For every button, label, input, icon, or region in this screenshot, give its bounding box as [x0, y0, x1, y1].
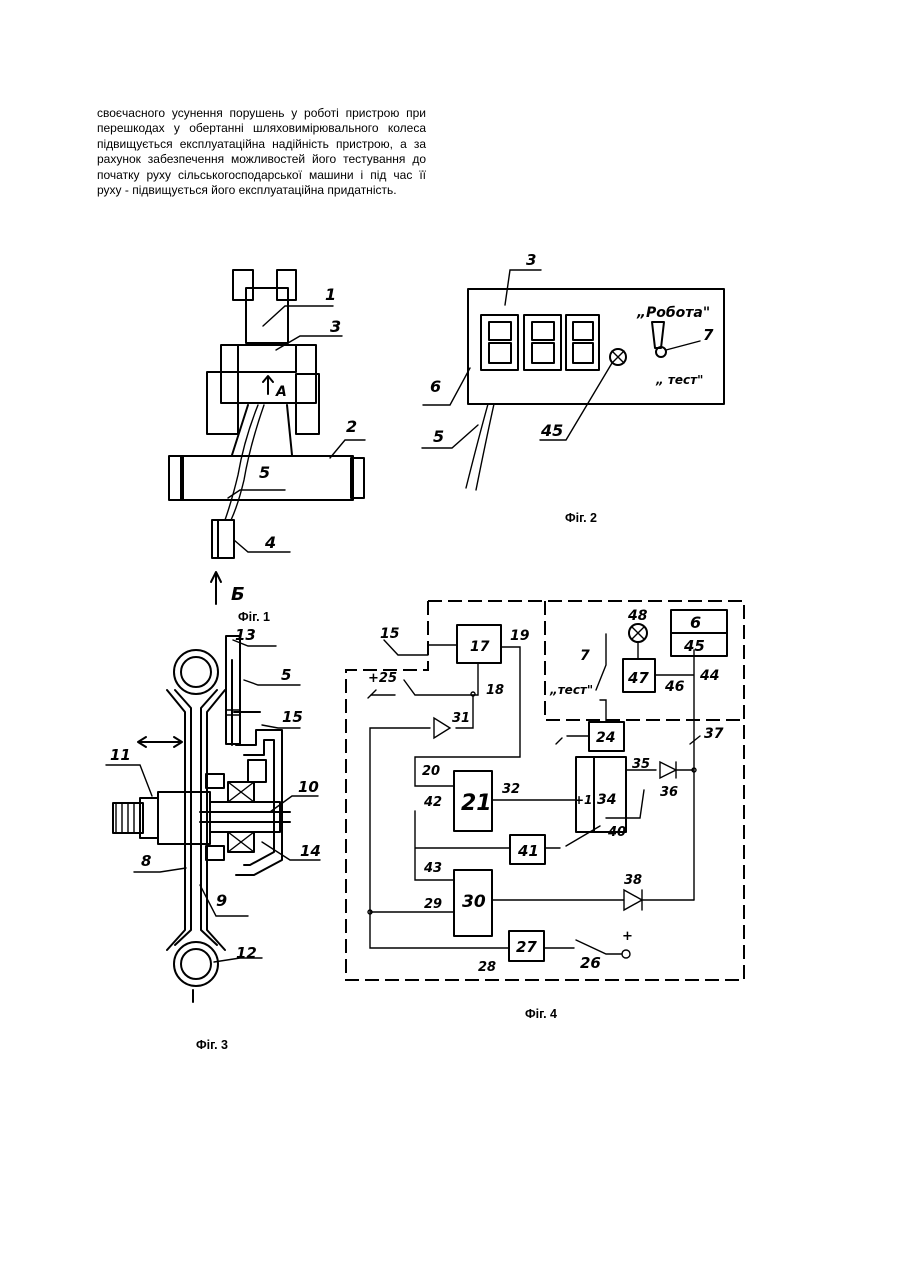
- fig4-label-30: 30: [462, 892, 486, 912]
- fig4-label-32: 32: [502, 782, 520, 797]
- fig4-label-45: 45: [683, 637, 705, 655]
- fig3-label-12: 12: [236, 944, 257, 962]
- fig4-label-21: 21: [461, 791, 492, 816]
- fig2-label-7: 7: [703, 326, 714, 344]
- fig2-label-6: 6: [430, 377, 441, 396]
- fig4-label-47: 47: [627, 669, 649, 687]
- figure-1: 1 3 2 5 4 А Б Фіг. 1: [169, 270, 365, 624]
- fig4-label-48: 48: [627, 608, 648, 624]
- fig1-label-4: 4: [264, 533, 276, 552]
- fig4-label-27: 27: [516, 938, 537, 956]
- fig4-label-24: 24: [596, 730, 615, 746]
- fig4-label-6: 6: [690, 613, 701, 632]
- fig4-label-44: 44: [699, 668, 719, 684]
- fig2-label-3: 3: [526, 251, 536, 269]
- fig3-label-13: 13: [235, 626, 256, 644]
- fig4-label-26: 26: [580, 954, 601, 972]
- figure-4: 15 17 19 48 6 45 7 +25 18 „тест" 47 46 4…: [346, 601, 744, 1021]
- fig4-label-41: 41: [517, 842, 539, 860]
- fig4-label-20: 20: [422, 764, 440, 779]
- fig3-label-8: 8: [141, 852, 151, 870]
- fig4-label-19: 19: [510, 628, 530, 644]
- fig3-label-15: 15: [282, 708, 303, 726]
- fig4-label-43: 43: [423, 861, 442, 876]
- fig4-label-34: 34: [597, 792, 616, 808]
- fig1-label-2: 2: [346, 417, 357, 436]
- fig4-label-28: 28: [478, 960, 496, 975]
- fig4-label-36: 36: [660, 785, 678, 800]
- fig3-label-5: 5: [281, 666, 291, 684]
- fig4-label-42: 42: [423, 795, 442, 810]
- fig2-label-test: „ тест": [655, 373, 703, 387]
- fig4-label-18: 18: [486, 683, 504, 698]
- fig1-label-5: 5: [259, 463, 270, 482]
- fig4-label-7: 7: [580, 648, 590, 664]
- fig1-label-b: Б: [231, 584, 245, 605]
- fig1-caption: Фіг. 1: [238, 610, 270, 624]
- fig4-label-25: +25: [368, 671, 397, 686]
- fig4-label-plus1: +1: [574, 793, 592, 807]
- fig3-label-9: 9: [216, 891, 227, 910]
- fig4-caption: Фіг. 4: [525, 1007, 557, 1021]
- fig2-label-robota: „Робота": [636, 305, 710, 321]
- fig3-label-14: 14: [300, 842, 321, 860]
- fig4-label-plus: +: [622, 929, 633, 944]
- fig2-label-5: 5: [433, 427, 444, 446]
- fig4-label-17: 17: [470, 639, 490, 655]
- fig4-label-38: 38: [624, 873, 642, 888]
- fig4-label-29: 29: [424, 897, 442, 912]
- figure-2: 3 6 5 45 7 „Робота" „ тест" Фіг. 2: [422, 251, 724, 525]
- fig4-label-46: 46: [664, 679, 685, 695]
- fig2-label-45: 45: [540, 421, 563, 440]
- fig3-caption: Фіг. 3: [196, 1038, 228, 1052]
- fig4-label-35: 35: [632, 757, 650, 772]
- fig1-label-1: 1: [325, 285, 336, 304]
- fig4-label-37: 37: [704, 726, 724, 742]
- fig3-label-11: 11: [110, 746, 131, 764]
- fig3-label-10: 10: [298, 778, 319, 796]
- figure-3: 13 5 15 11 10 14 8 9 12 Фіг. 3: [106, 626, 321, 1052]
- fig4-label-31: 31: [452, 711, 470, 726]
- fig2-caption: Фіг. 2: [565, 511, 597, 525]
- fig1-label-a: А: [275, 384, 287, 400]
- fig4-label-15: 15: [380, 626, 400, 642]
- fig1-label-3: 3: [330, 317, 341, 336]
- fig4-label-test: „тест": [549, 683, 593, 697]
- fig4-label-40: 40: [607, 825, 626, 840]
